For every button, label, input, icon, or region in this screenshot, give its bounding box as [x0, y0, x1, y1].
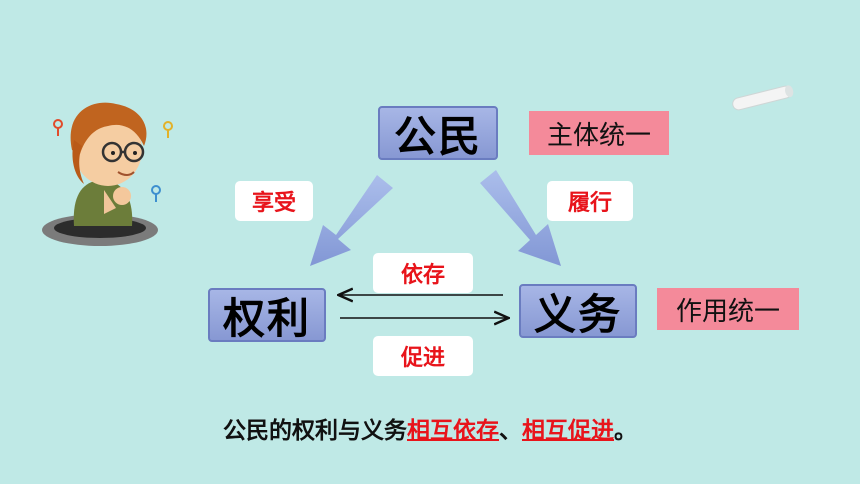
summary-highlight-1: 相互依存	[407, 418, 499, 444]
edge-label-depend-text: 依存	[400, 263, 445, 288]
summary-separator: 、	[499, 418, 522, 444]
edge-label-perform: 履行	[547, 181, 633, 221]
cartoon-boy-icon	[42, 102, 158, 246]
label-function-unity: 作用统一	[657, 288, 799, 330]
node-rights-label: 权利	[222, 293, 311, 343]
edge-label-perform-text: 履行	[567, 191, 612, 216]
label-function-unity-text: 作用统一	[675, 296, 780, 327]
node-duties: 义务	[519, 284, 637, 339]
node-citizen: 公民	[378, 106, 498, 161]
edge-label-promote-text: 促进	[400, 346, 445, 371]
summary-part1: 公民的权利与义务	[223, 418, 407, 444]
node-duties-label: 义务	[533, 289, 622, 339]
summary-end: 。	[614, 418, 637, 444]
key-icon	[53, 119, 173, 202]
label-subject-unity: 主体统一	[529, 111, 669, 155]
summary-sentence: 公民的权利与义务相互依存、相互促进。	[0, 411, 860, 445]
node-citizen-label: 公民	[393, 111, 482, 161]
edge-label-enjoy-text: 享受	[251, 191, 296, 216]
edge-label-enjoy: 享受	[235, 181, 313, 221]
edge-label-promote: 促进	[373, 336, 473, 376]
label-subject-unity-text: 主体统一	[546, 120, 651, 151]
summary-highlight-2: 相互促进	[522, 418, 614, 444]
arrow-citizen-to-duties	[480, 170, 561, 266]
chalk-icon	[732, 85, 794, 111]
arrow-citizen-to-rights	[310, 175, 393, 266]
edge-label-depend: 依存	[373, 253, 473, 293]
node-rights: 权利	[208, 288, 326, 343]
